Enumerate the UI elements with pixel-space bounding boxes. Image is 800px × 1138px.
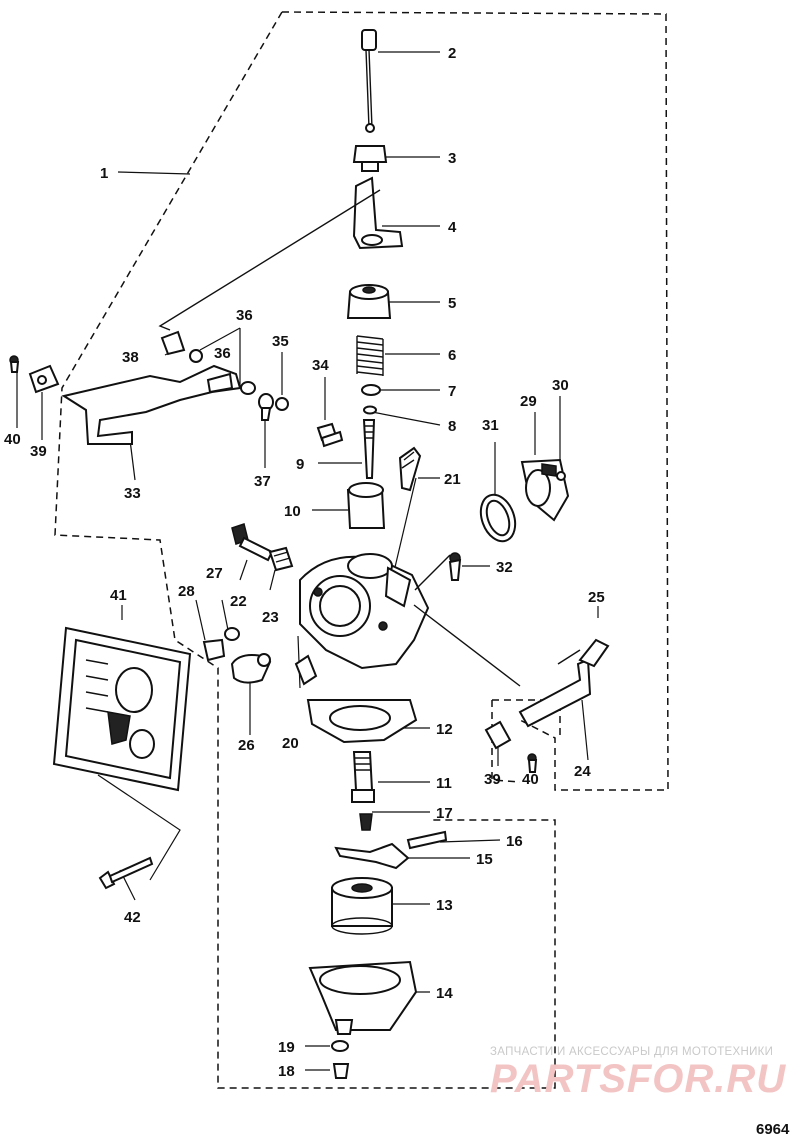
callout-16: 16: [506, 833, 523, 850]
part-12-gasket: [306, 699, 418, 744]
callout-31: 31: [482, 417, 499, 434]
part-9-needle: [362, 419, 376, 479]
part-39-40-right: [484, 720, 538, 773]
callout-38: 38: [122, 349, 139, 366]
part-35-36-37-38-small-parts: [160, 330, 289, 421]
callout-24: 24: [574, 763, 591, 780]
part-41-air-filter: [52, 626, 192, 792]
callout-8: 8: [448, 418, 456, 435]
callout-1: 1: [100, 165, 108, 182]
part-10-slide: [346, 482, 386, 529]
callout-36-lower: 36: [214, 345, 231, 362]
callout-35: 35: [272, 333, 289, 350]
callout-19: 19: [278, 1039, 295, 1056]
part-26-lever: [230, 653, 272, 684]
part-29-30-clamp: [520, 458, 570, 522]
callout-4: 4: [448, 219, 457, 236]
callout-20: 20: [282, 735, 299, 752]
callout-28: 28: [178, 583, 195, 600]
part-7-washer: [361, 384, 381, 396]
callout-2: 2: [448, 45, 456, 62]
leader-lines: [16, 51, 599, 1071]
callout-29: 29: [520, 393, 537, 410]
callout-42: 42: [124, 909, 141, 926]
callout-21: 21: [444, 471, 461, 488]
callout-39: 39: [30, 443, 47, 460]
callout-12: 12: [436, 721, 453, 738]
part-32-screw: [448, 552, 462, 581]
part-27-28-nut-washer: [202, 627, 240, 662]
part-4-bracket: [158, 176, 404, 331]
part-21-fitting: [398, 446, 422, 492]
part-carb-body: [299, 553, 521, 687]
callout-10: 10: [284, 503, 301, 520]
part-33-link-arm: [61, 364, 242, 445]
callout-39-right: 39: [484, 771, 501, 788]
callout-30: 30: [552, 377, 569, 394]
callout-22: 22: [230, 593, 247, 610]
part-39-40-left: [9, 355, 60, 394]
part-15-16-float-arm: [334, 830, 448, 870]
callout-17: 17: [436, 805, 453, 822]
part-17-valve: [359, 813, 373, 831]
callout-13: 13: [436, 897, 453, 914]
part-42-long-screw: [98, 856, 154, 890]
callout-7: 7: [448, 383, 456, 400]
part-11-jet: [351, 751, 375, 803]
callout-23: 23: [262, 609, 279, 626]
part-8-clip: [363, 405, 377, 415]
part-20-pin: [294, 654, 318, 686]
callout-36: 36: [236, 307, 253, 324]
watermark: ЗАПЧАСТИ И АКСЕССУАРЫ ДЛЯ МОТОТЕХНИКИ PA…: [490, 1046, 786, 1101]
part-3-nut: [352, 145, 388, 172]
part-31-ring: [479, 493, 517, 543]
callout-3: 3: [448, 150, 456, 167]
part-2-screw: [361, 29, 377, 133]
callout-numbers: 1 2 3 4 5 6 7 8 9 10 11 12 13 14 15 16 1…: [4, 45, 605, 1080]
callout-41: 41: [110, 587, 127, 604]
callout-40: 40: [4, 431, 21, 448]
callout-18: 18: [278, 1063, 295, 1080]
callout-14: 14: [436, 985, 453, 1002]
callout-34: 34: [312, 357, 329, 374]
callout-11: 11: [436, 775, 452, 792]
figure-id: 6964: [756, 1121, 790, 1138]
callout-33: 33: [124, 485, 141, 502]
part-23-screw: [268, 546, 294, 572]
callout-9: 9: [296, 456, 304, 473]
watermark-logo-text: PARTSFOR.RU: [490, 1057, 786, 1101]
part-14-float-bowl: [308, 960, 418, 1035]
part-18-19-drain: [331, 1040, 350, 1079]
part-13-float: [331, 877, 393, 935]
callout-40-right: 40: [522, 771, 539, 788]
callout-15: 15: [476, 851, 493, 868]
callout-6: 6: [448, 347, 456, 364]
part-24-25-lever-pin: [518, 638, 610, 728]
callout-32: 32: [496, 559, 513, 576]
part-34-screw: [316, 422, 344, 448]
watermark-tagline: ЗАПЧАСТИ И АКСЕССУАРЫ ДЛЯ МОТОТЕХНИКИ: [490, 1046, 773, 1058]
callout-5: 5: [448, 295, 456, 312]
part-22-screw: [231, 523, 274, 562]
part-5-cap: [346, 284, 392, 319]
part-6-spring: [356, 335, 384, 376]
callout-27: 27: [206, 565, 223, 582]
callout-37: 37: [254, 473, 271, 490]
callout-26: 26: [238, 737, 255, 754]
callout-25: 25: [588, 589, 605, 606]
